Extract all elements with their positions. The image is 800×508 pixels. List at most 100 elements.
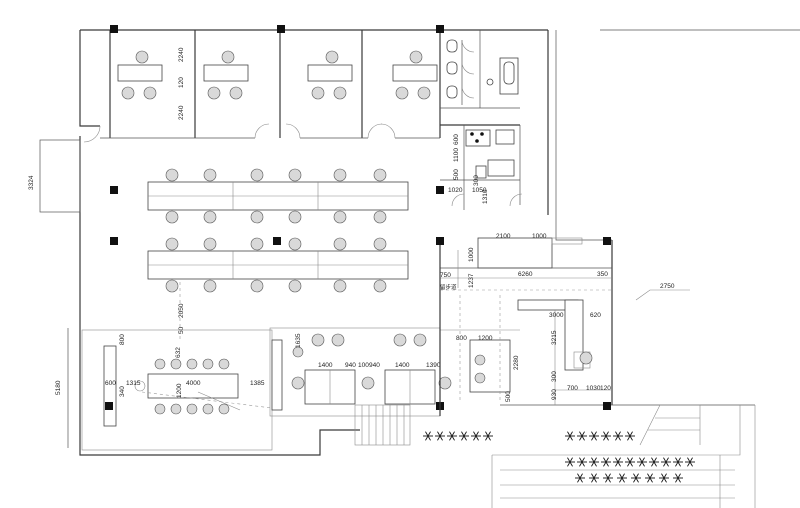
manager-desks: 1635 1400 940 100 940 1400 1390: [269, 327, 452, 417]
dim-2240-b: 2240: [178, 105, 185, 120]
chair: [154, 403, 166, 415]
chair: [165, 279, 179, 293]
dim-600-b: 600: [105, 380, 116, 387]
dim-6260: 6260: [518, 271, 533, 278]
plant-symbol: [631, 473, 641, 483]
workstation-cluster-1: [147, 168, 409, 224]
plant-symbol: [471, 431, 481, 441]
dim-120: 120: [178, 77, 185, 88]
dim-1237: 1237: [468, 273, 475, 288]
dim-3000: 3000: [549, 312, 564, 319]
dim-340: 340: [119, 386, 126, 397]
dim-2240-a: 2240: [178, 47, 185, 62]
planters: [423, 431, 695, 483]
small-label: 留步道: [440, 283, 457, 291]
plant-symbol: [483, 431, 493, 441]
plant-symbol: [435, 431, 445, 441]
chair: [165, 237, 179, 251]
plant-symbol: [617, 473, 627, 483]
chair: [333, 210, 347, 224]
dim-500-b: 500: [505, 391, 512, 402]
chair: [250, 237, 264, 251]
dim-3324: 3324: [28, 175, 35, 190]
dim-3215: 3215: [551, 330, 558, 345]
chair: [203, 210, 217, 224]
dim-800-b: 800: [456, 335, 467, 342]
dim-1385: 1385: [250, 380, 265, 387]
dim-930: 930: [551, 389, 558, 400]
dim-700: 700: [567, 385, 578, 392]
dim-1400-b: 1400: [395, 362, 410, 369]
chair: [333, 279, 347, 293]
pantry-area: 600 1100 300 500 1020 1050 1310: [440, 125, 523, 210]
chair: [170, 403, 182, 415]
plant-symbol: [625, 431, 635, 441]
dim-1000-b: 1000: [468, 247, 475, 262]
dim-1100: 1100: [453, 148, 460, 162]
dim-1000-a: 1000: [532, 233, 547, 240]
plant-symbol: [673, 473, 683, 483]
dim-500: 500: [453, 169, 460, 180]
corridor-lines: [439, 245, 520, 416]
workstation-cluster-2: [147, 237, 409, 293]
chair: [186, 358, 198, 370]
restroom-area: [440, 30, 520, 126]
plant-symbol: [625, 457, 635, 467]
plant-symbol: [423, 431, 433, 441]
dim-940-a: 940: [345, 362, 356, 369]
plant-symbol: [575, 473, 585, 483]
chair: [288, 168, 302, 182]
chair: [218, 403, 230, 415]
chair: [250, 210, 264, 224]
plant-symbol: [637, 457, 647, 467]
exterior-walls: [39, 29, 800, 456]
plant-symbol: [685, 457, 695, 467]
stairs-right: [639, 404, 701, 446]
dim-620: 620: [590, 312, 601, 319]
chair: [202, 403, 214, 415]
chair: [333, 168, 347, 182]
dim-300-b: 300: [551, 371, 558, 382]
chair: [186, 403, 198, 415]
chair: [250, 168, 264, 182]
chair: [373, 210, 387, 224]
plant-symbol: [565, 457, 575, 467]
office-desk-4: [392, 50, 438, 100]
plant-symbol: [589, 431, 599, 441]
plant-symbol: [661, 457, 671, 467]
chair: [250, 279, 264, 293]
dim-800-a: 800: [119, 334, 126, 345]
plant-symbol: [459, 431, 469, 441]
dim-1390: 1390: [426, 362, 441, 369]
chair: [373, 237, 387, 251]
plant-symbol: [613, 457, 623, 467]
office-desk-3: [307, 50, 353, 100]
plant-symbol: [603, 473, 613, 483]
plant-symbol: [649, 457, 659, 467]
dim-1050: 1050: [472, 187, 487, 194]
dim-1400-a: 1400: [318, 362, 333, 369]
plant-symbol: [601, 431, 611, 441]
chair: [373, 168, 387, 182]
plant-symbol: [589, 473, 599, 483]
plant-symbol: [565, 431, 575, 441]
plant-symbol: [673, 457, 683, 467]
plant-symbol: [645, 473, 655, 483]
dim-2280: 2280: [513, 355, 520, 370]
chair: [288, 279, 302, 293]
dim-1315: 1315: [126, 380, 141, 387]
bottom-terrace: [491, 405, 756, 508]
dim-1635: 1635: [295, 333, 302, 348]
chair: [203, 237, 217, 251]
dim-1030: 1030: [586, 385, 601, 392]
dim-600: 600: [453, 134, 460, 145]
dim-1020: 1020: [448, 187, 463, 194]
chair: [170, 358, 182, 370]
dim-2100: 2100: [496, 233, 511, 240]
dim-2050: 2050: [178, 303, 185, 318]
chair: [373, 279, 387, 293]
dim-100: 100: [358, 362, 369, 369]
chair: [154, 358, 166, 370]
office-desk-1: [117, 50, 163, 100]
